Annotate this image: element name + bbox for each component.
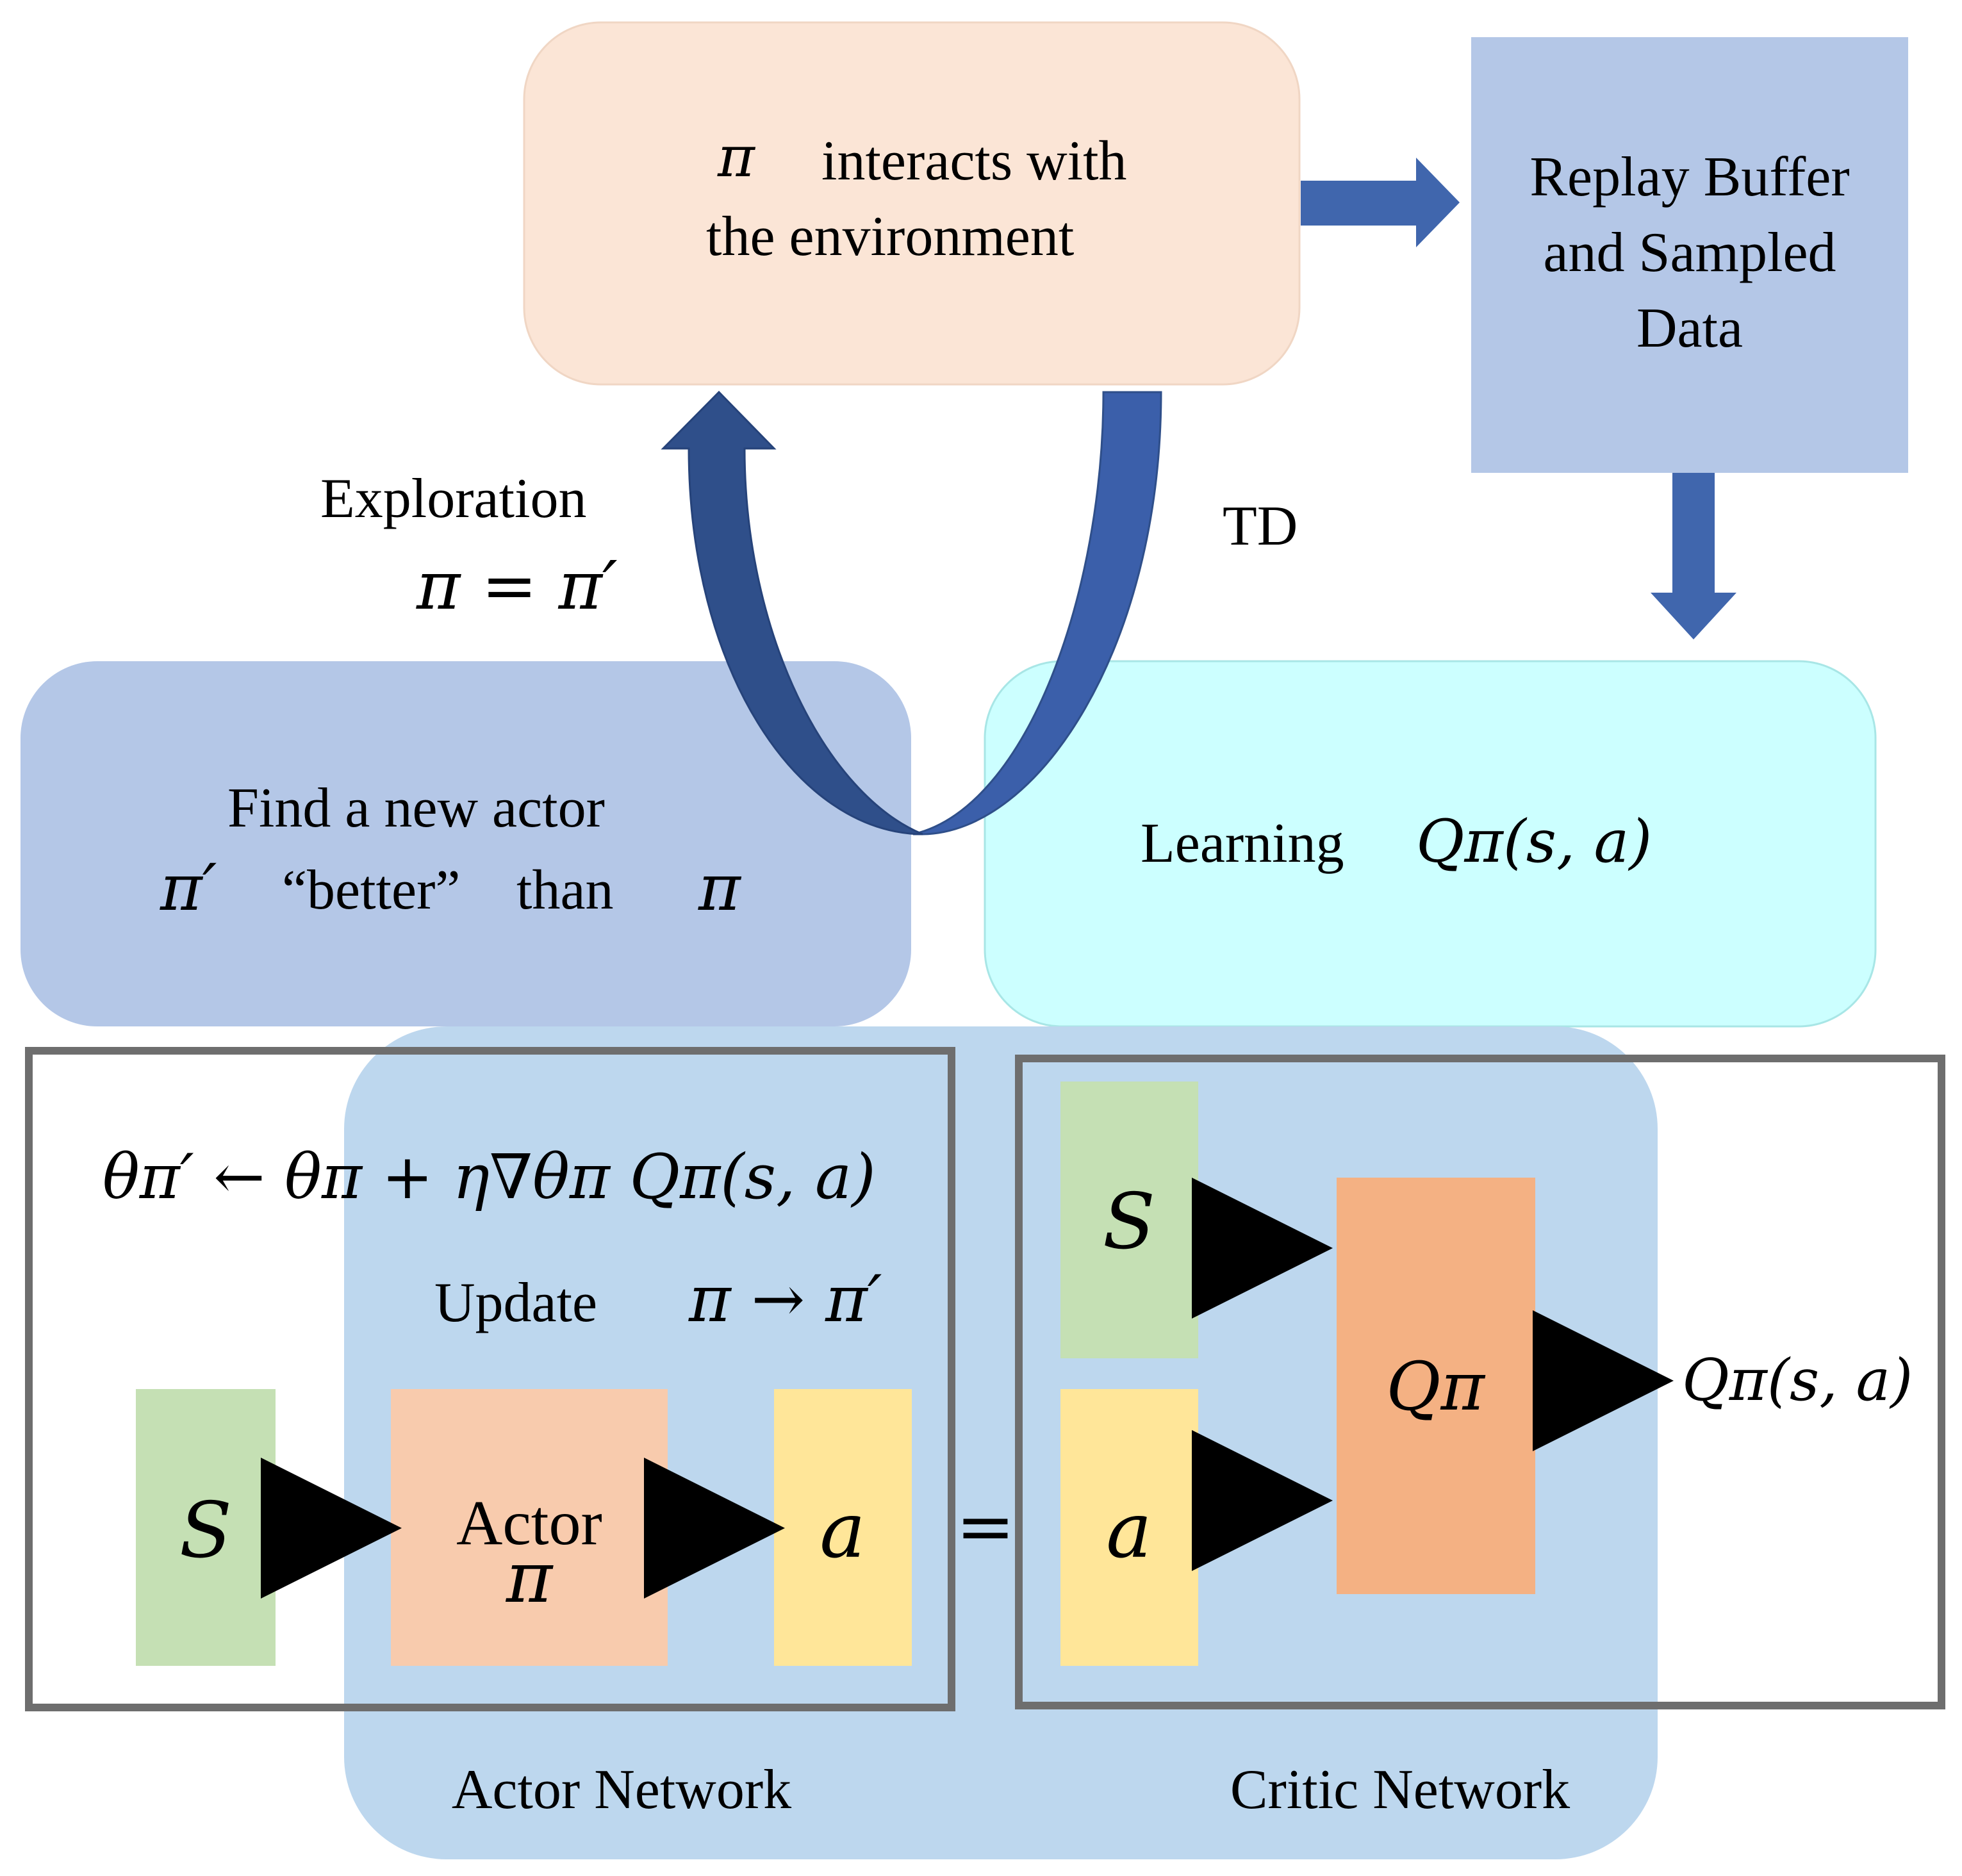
env-pi-symbol: π — [717, 124, 756, 190]
critic-state-label: S — [1103, 1178, 1155, 1267]
environment-box — [523, 21, 1301, 386]
q-network-box — [1337, 1178, 1535, 1594]
actor-pi: π — [506, 1536, 554, 1618]
critic-state-box — [1060, 1082, 1198, 1358]
find-actor-pi-prime: π′ — [160, 850, 217, 925]
critic-action-box — [1060, 1389, 1198, 1666]
replay-buffer-box — [1471, 37, 1908, 473]
critic-network-caption: Critic Network — [1230, 1759, 1570, 1821]
critic-output: Qπ(s, a) — [1682, 1347, 1913, 1414]
find-actor-pi: π — [698, 850, 742, 925]
actor-box — [391, 1389, 668, 1666]
actor-state-box — [136, 1389, 276, 1666]
replay-text-line1: Replay Buffer — [1529, 146, 1849, 208]
exploration-label: Exploration — [320, 468, 586, 530]
actor-network-frame-border — [25, 1047, 955, 1711]
update-rule: θπ′ ← θπ + η∇θπ Qπ(s, a) — [103, 1141, 876, 1213]
learning-q: Qπ(s, a) — [1416, 807, 1652, 876]
critic-action-label: a — [1106, 1486, 1152, 1576]
arrow-replay-to-learning — [1651, 473, 1736, 639]
env-text-line1: interacts with — [821, 130, 1127, 192]
exploration-curved-arrow — [661, 390, 923, 835]
critic-network-frame — [1015, 1055, 1945, 1709]
replay-text-line3: Data — [1636, 297, 1743, 359]
find-actor-line1: Find a new actor — [227, 777, 605, 839]
update-formula: π → π′ — [688, 1262, 882, 1337]
find-actor-box — [21, 661, 911, 1026]
q-network-label: Qπ — [1386, 1347, 1485, 1426]
update-label: Update — [434, 1272, 597, 1334]
actor-state-label: S — [179, 1486, 232, 1576]
critic-frame-white-right — [1658, 1058, 1934, 1706]
actor-label: Actor — [456, 1487, 602, 1558]
env-text-line2: the environment — [706, 206, 1074, 268]
exploration-formula: π = π′ — [416, 547, 618, 625]
replay-text-line2: and Sampled — [1543, 222, 1836, 284]
actor-network-caption: Actor Network — [452, 1759, 791, 1821]
find-actor-than: than — [516, 859, 614, 921]
learning-label: Learning — [1141, 812, 1344, 875]
actor-action-box — [774, 1389, 912, 1666]
find-actor-better: “better” — [282, 859, 460, 921]
arrow-env-to-replay — [1301, 158, 1460, 247]
actor-action-label: a — [820, 1486, 866, 1576]
equals-sign: = — [956, 1485, 1015, 1567]
td-label: TD — [1223, 495, 1298, 557]
